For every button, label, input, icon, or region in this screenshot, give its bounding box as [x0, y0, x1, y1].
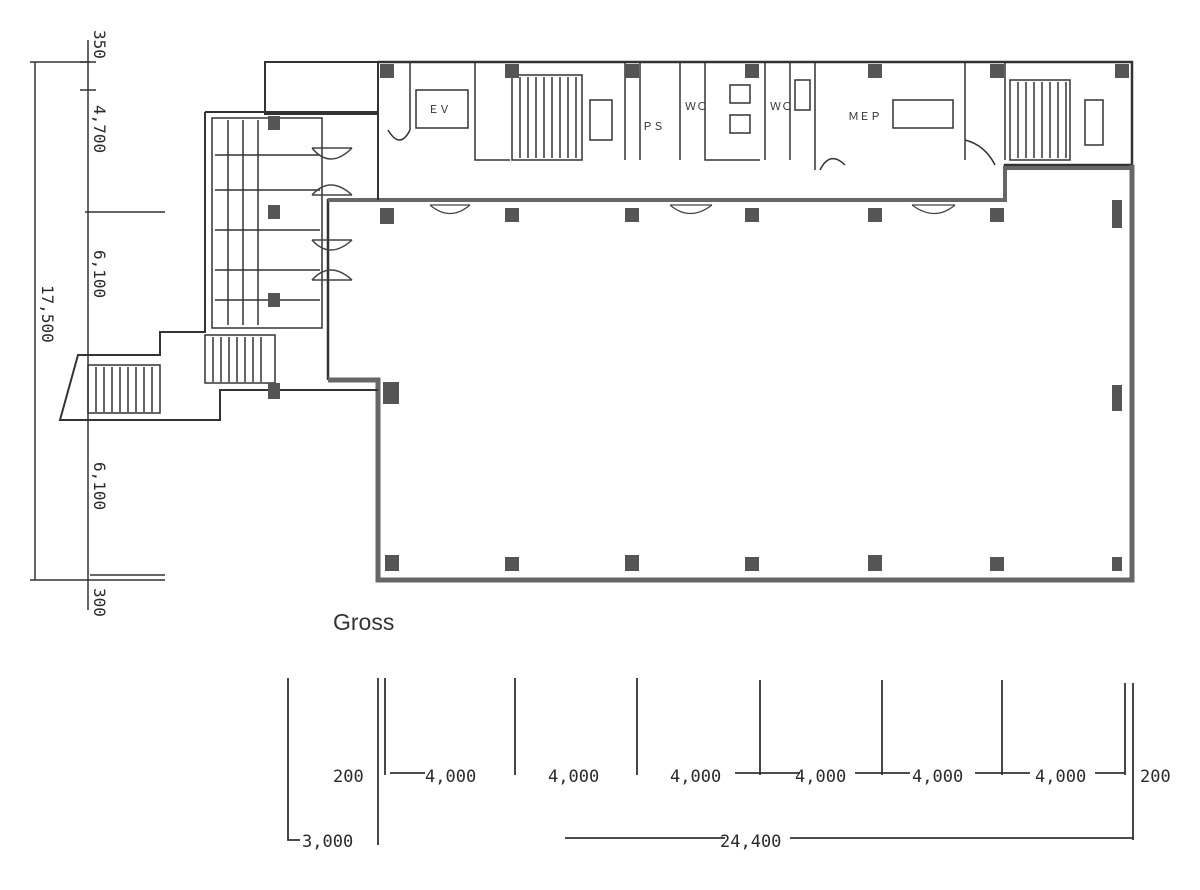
dim-left-4700: 4,700: [90, 105, 109, 153]
columns: [268, 64, 1129, 571]
dim-bay-2: 4,000: [548, 767, 599, 787]
dim-bay-1: 4,000: [425, 767, 476, 787]
bottom-dimension-lines: [287, 678, 1134, 845]
core-north: [387, 62, 1104, 171]
wc1-label: ＷＣ: [685, 100, 707, 113]
ev-label: ＥＶ: [428, 103, 450, 116]
dim-bay-3: 4,000: [670, 767, 721, 787]
dim-left-6100a: 6,100: [90, 250, 109, 298]
dim-bay-6: 4,000: [1035, 767, 1086, 787]
dim-left-6100b: 6,100: [90, 462, 109, 510]
ps-label: ＰＳ: [642, 120, 664, 133]
left-dimension-line: [30, 40, 165, 610]
dim-bay-4: 4,000: [795, 767, 846, 787]
dim-left-total: 17,500: [38, 285, 57, 343]
dim-bottom-left-edge: 200: [333, 767, 364, 787]
dim-offset-3000: 3,000: [302, 832, 353, 852]
dim-total-24400: 24,400: [720, 832, 781, 852]
doors-left: [311, 147, 353, 281]
building-outline: [58, 60, 1135, 583]
dim-bottom-right-edge: 200: [1140, 767, 1171, 787]
dim-bay-5: 4,000: [912, 767, 963, 787]
wc2-label: ＷＣ: [770, 100, 792, 113]
room-labels: ＥＶ ＭＥＰ ＰＳ ＷＣ ＷＣ: [428, 100, 881, 133]
gross-title: Gross: [333, 609, 394, 635]
mech-label: ＭＥＰ: [848, 110, 881, 123]
doors-corridor: [429, 204, 956, 215]
dim-left-bottom: 300: [90, 588, 109, 617]
dim-left-top: 350: [90, 30, 109, 59]
